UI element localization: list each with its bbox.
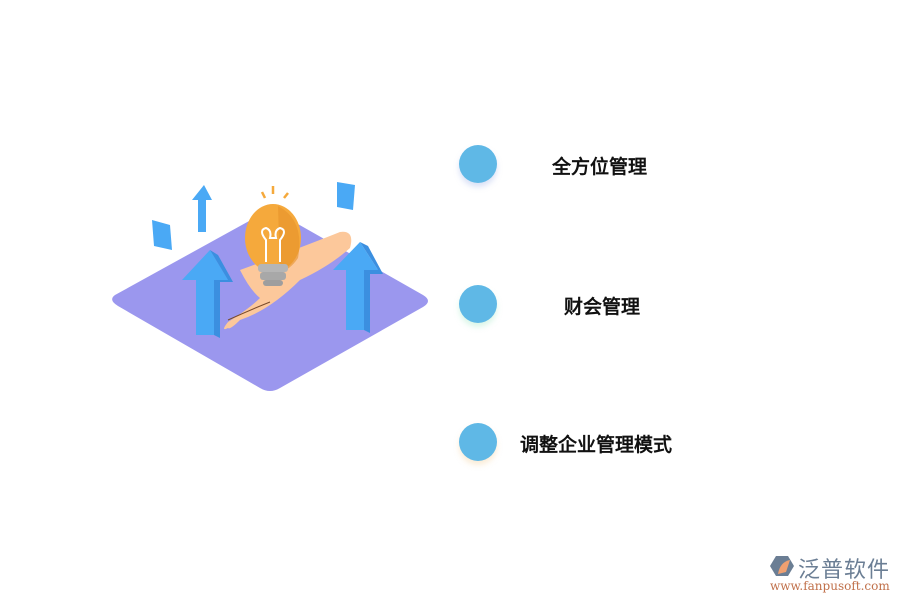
- bullet-dot-icon: [459, 423, 497, 461]
- logo-url: www.fanpusoft.com: [770, 579, 890, 593]
- feature-item-finance-management: 财会管理: [459, 285, 759, 325]
- fanpu-logo: 泛普软件 www.fanpusoft.com: [768, 552, 898, 597]
- bullet-dot-icon: [459, 285, 497, 323]
- feature-label: 全方位管理: [552, 156, 648, 178]
- logo-name: 泛普软件: [798, 558, 891, 583]
- lightbulb-hand-illustration: [100, 170, 440, 410]
- feature-item-adjust-management-mode: 调整企业管理模式: [459, 423, 759, 463]
- logo-hexagon-icon: [770, 556, 794, 576]
- feature-label: 调整企业管理模式: [520, 434, 673, 456]
- feature-item-comprehensive-management: 全方位管理: [459, 145, 759, 185]
- feature-label: 财会管理: [564, 296, 641, 318]
- bullet-dot-icon: [459, 145, 497, 183]
